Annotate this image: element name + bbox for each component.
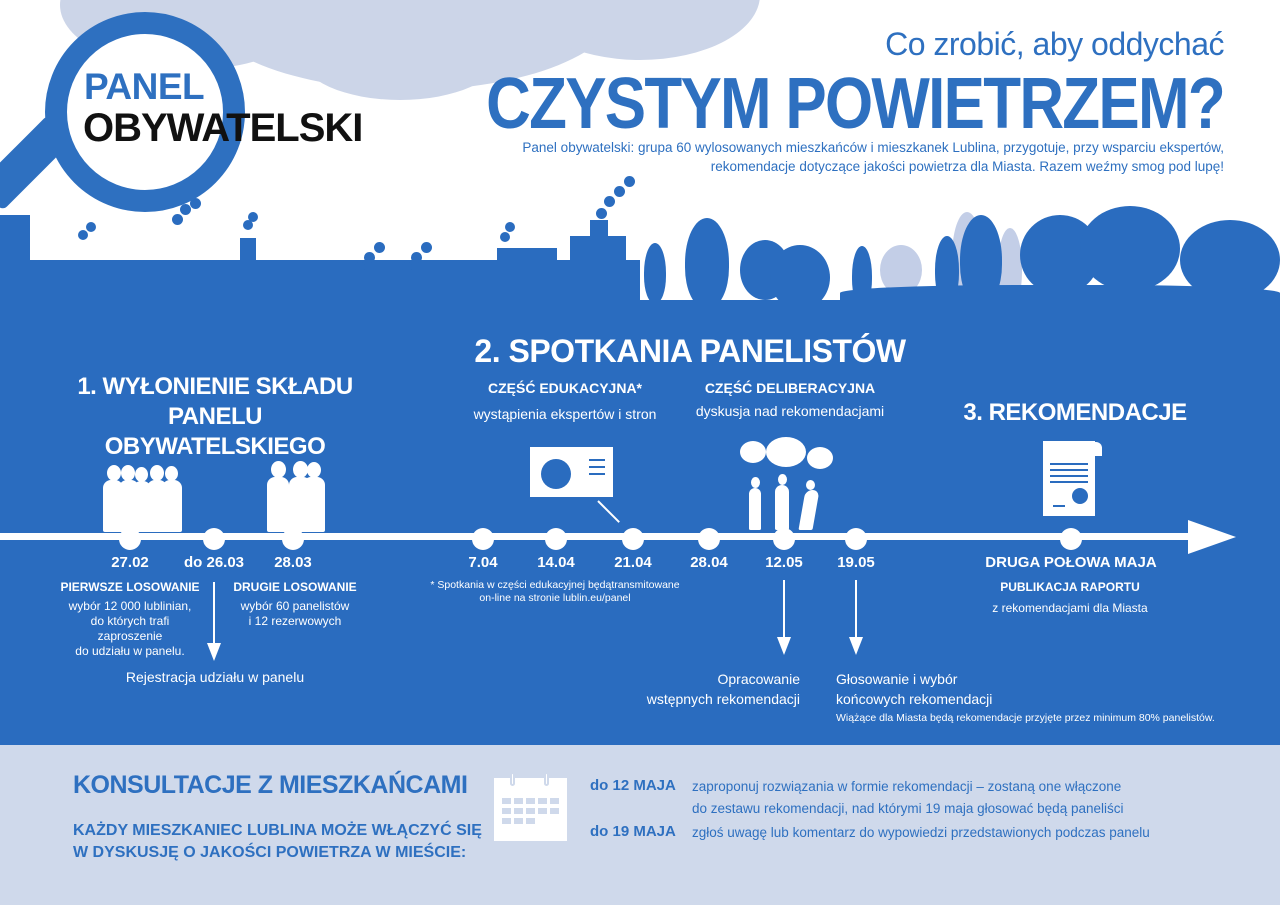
deliberative-text: dyskusja nad rekomendacjami xyxy=(695,403,885,419)
timeline-dot xyxy=(698,528,720,550)
deadline-text-1: zaproponuj rozwiązania w formie rekomend… xyxy=(692,779,1124,816)
first-draw-text: wybór 12 000 lublinian, do których trafi… xyxy=(68,599,192,658)
timeline-dot xyxy=(472,528,494,550)
section2-title: 2. SPOTKANIA PANELISTÓW xyxy=(474,333,906,369)
header-subtitle: Co zrobić, aby oddychać xyxy=(885,26,1224,62)
down-arrow-icon xyxy=(849,637,863,655)
timeline-dot xyxy=(119,528,141,550)
footnote: * Spotkania w części edukacyjnej będątra… xyxy=(430,579,680,604)
timeline-date: 7.04 xyxy=(468,554,498,571)
down-arrow-icon xyxy=(777,637,791,655)
consultation-title: KONSULTACJE Z MIESZKAŃCAMI xyxy=(73,771,468,799)
section3-title: 3. REKOMENDACJE xyxy=(963,399,1187,426)
calendar-icon xyxy=(494,772,567,841)
timeline-date: 27.02 xyxy=(111,554,149,571)
timeline-dot xyxy=(282,528,304,550)
timeline-date: 19.05 xyxy=(837,554,875,571)
timeline-date: 12.05 xyxy=(765,554,803,571)
timeline-line xyxy=(0,533,1195,540)
timeline-dot xyxy=(622,528,644,550)
timeline-dot xyxy=(1060,528,1082,550)
drafting-arrow-line xyxy=(783,580,785,638)
timeline-dot xyxy=(545,528,567,550)
timeline-arrow-icon xyxy=(1188,520,1236,554)
educational-heading: CZĘŚĆ EDUKACYJNA* xyxy=(487,380,643,396)
timeline-date: 21.04 xyxy=(614,554,652,571)
deliberative-heading: CZĘŚĆ DELIBERACYJNA xyxy=(704,380,876,396)
registration-arrow-line xyxy=(213,582,215,644)
voting-text: Głosowanie i wybór końcowych rekomendacj… xyxy=(836,671,993,707)
report-text: z rekomendacjami dla Miasta xyxy=(992,601,1148,615)
timeline-dot xyxy=(773,528,795,550)
section1-title: 1. WYŁONIENIE SKŁADU PANELU OBYWATELSKIE… xyxy=(77,373,353,460)
timeline-date: do 26.03 xyxy=(183,554,245,571)
second-draw-title: DRUGIE LOSOWANIE xyxy=(233,580,357,594)
timeline-dot xyxy=(845,528,867,550)
educational-text: wystąpienia ekspertów i stron xyxy=(473,406,657,422)
consultation-background xyxy=(0,745,1280,905)
logo-line2: OBYWATELSKI xyxy=(83,106,363,150)
timeline-background xyxy=(0,300,1280,745)
deadline-text-2: zgłoś uwagę lub komentarz do wypowiedzi … xyxy=(692,825,1150,840)
consultation-subtitle: KAŻDY MIESZKANIEC LUBLINA MOŻE WŁĄCZYĆ S… xyxy=(73,822,482,861)
header-description: Panel obywatelski: grupa 60 wylosowanych… xyxy=(522,140,1224,174)
voting-note: Wiążące dla Miasta będą rekomendacje prz… xyxy=(836,712,1215,724)
timeline-date: 28.03 xyxy=(274,554,312,571)
down-arrow-icon xyxy=(207,643,221,661)
logo-line1: PANEL xyxy=(84,66,205,107)
registration-text: Rejestracja udziału w panelu xyxy=(125,669,305,685)
timeline-date: 14.04 xyxy=(537,554,575,571)
drafting-text: Opracowanie wstępnych rekomendacji xyxy=(646,671,800,707)
page-title: CZYSTYM POWIETRZEM? xyxy=(486,64,1226,144)
timeline-date: DRUGA POŁOWA MAJA xyxy=(985,554,1157,571)
report-title: PUBLIKACJA RAPORTU xyxy=(1000,580,1140,594)
timeline-date: 28.04 xyxy=(690,554,728,571)
second-draw-text: wybór 60 panelistów i 12 rezerwowych xyxy=(240,599,350,628)
deadline-date-2: do 19 MAJA xyxy=(590,823,676,840)
voting-arrow-line xyxy=(855,580,857,638)
first-draw-title: PIERWSZE LOSOWANIE xyxy=(60,580,200,594)
deadline-date-1: do 12 MAJA xyxy=(590,777,676,794)
timeline-dot xyxy=(203,528,225,550)
